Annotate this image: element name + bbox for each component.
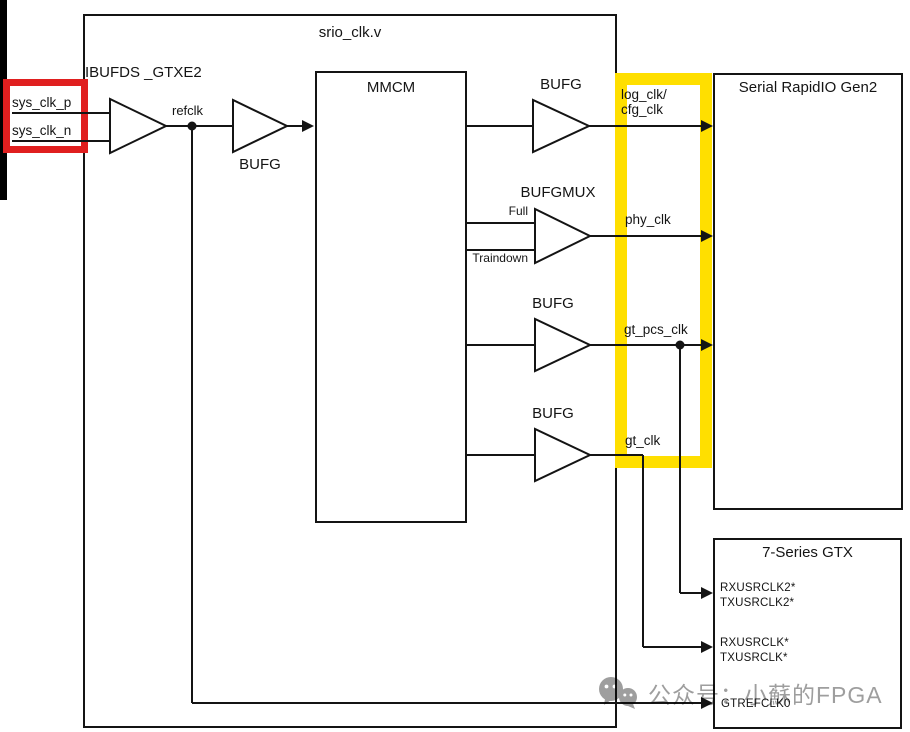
wechat-icon <box>599 677 637 709</box>
bufg-log-label: BUFG <box>540 76 582 93</box>
mux-input-traindown-label: Traindown <box>472 251 528 265</box>
bufg-refclk-label: BUFG <box>239 156 281 173</box>
mmcm-label: MMCM <box>366 79 416 96</box>
serial-rapidio-title: Serial RapidIO Gen2 <box>738 79 878 96</box>
red-highlight-sys-clk <box>3 79 88 153</box>
log-cfg-clk-label: log_clk/ cfg_clk <box>621 87 667 117</box>
txusrclk2-port-label: TXUSRCLK2* <box>720 597 795 609</box>
bufg-pcs-label: BUFG <box>532 295 574 312</box>
rxusrclk2-arrowhead <box>701 587 713 599</box>
serial-rapidio-box <box>713 73 903 510</box>
ibufds-label: IBUFDS _GTXE2 <box>85 64 202 81</box>
refclk-label: refclk <box>172 103 204 118</box>
rxusrclk-arrowhead <box>701 641 713 653</box>
gtx-box <box>713 538 902 729</box>
phy-clk-label: phy_clk <box>625 212 671 227</box>
gtrefclk0-port-label: GTREFCLK0 <box>721 698 791 710</box>
bufgmux-label: BUFGMUX <box>520 184 596 201</box>
module-title: srio_clk.v <box>318 24 382 41</box>
usrclk-ports: RXUSRCLK* TXUSRCLK* <box>720 636 789 666</box>
usrclk2-ports: RXUSRCLK2* TXUSRCLK2* <box>720 581 796 611</box>
yellow-highlight-output-clocks <box>615 73 712 468</box>
log-clk-line: log_clk/ <box>621 87 667 102</box>
rxusrclk2-port-label: RXUSRCLK2* <box>720 582 796 594</box>
bufg-gt-label: BUFG <box>532 405 574 422</box>
gt-clk-label: gt_clk <box>625 433 661 448</box>
txusrclk-port-label: TXUSRCLK* <box>720 652 788 664</box>
cfg-clk-line: cfg_clk <box>621 102 664 118</box>
sys-clk-n-label: sys_clk_n <box>12 123 72 138</box>
mmcm-box <box>315 71 467 523</box>
sys-clk-p-label: sys_clk_p <box>12 95 72 110</box>
gt-pcs-clk-label: gt_pcs_clk <box>624 322 688 337</box>
watermark: 公众号：小蘇的FPGA <box>597 676 883 710</box>
watermark-text: 公众号：小蘇的FPGA <box>648 682 883 708</box>
gtx-title: 7-Series GTX <box>762 544 853 561</box>
mux-input-full-label: Full <box>508 204 528 218</box>
rxusrclk-port-label: RXUSRCLK* <box>720 637 789 649</box>
